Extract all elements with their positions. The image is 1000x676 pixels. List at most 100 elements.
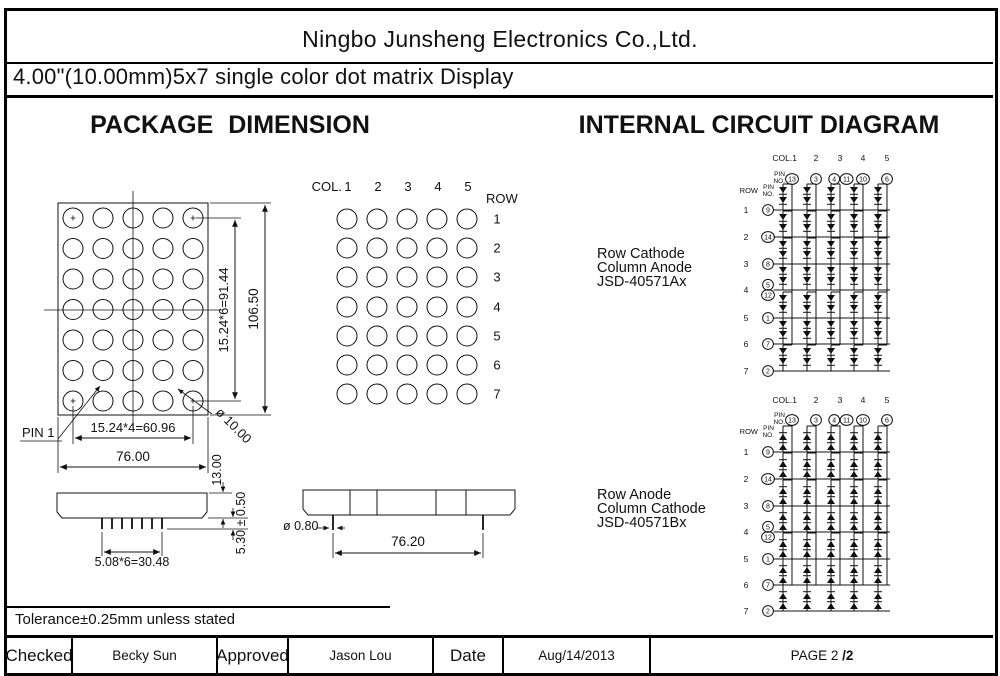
- diode-icon: [803, 321, 811, 327]
- row-number: 4: [493, 300, 500, 315]
- pin-number: 9: [766, 450, 770, 457]
- diode-icon: [850, 603, 858, 609]
- circuit-row-number: 1: [744, 205, 749, 215]
- reference-dot: [336, 266, 358, 288]
- diode-icon: [779, 524, 787, 530]
- diode-icon: [827, 295, 835, 301]
- pin-number: 13: [788, 177, 796, 184]
- reference-dot: [336, 237, 358, 259]
- package-dot: [152, 268, 174, 290]
- pin-number: 1: [766, 557, 770, 564]
- reference-dot: [426, 354, 448, 376]
- diode-icon: [827, 577, 835, 583]
- pin-number: 3: [814, 418, 818, 425]
- reference-dot: [396, 325, 418, 347]
- package-dot: [122, 390, 144, 412]
- body-profile: [56, 492, 208, 519]
- diode-icon: [874, 348, 882, 354]
- page-indicator: PAGE 2 /2: [649, 638, 993, 673]
- diode-icon: [874, 358, 882, 364]
- pin-number: 5: [766, 282, 770, 289]
- diode-icon: [803, 187, 811, 193]
- company-title: Ningbo Junsheng Electronics Co.,Ltd.: [302, 26, 698, 52]
- diode-icon: [803, 603, 811, 609]
- pin-no-label: PIN: [763, 184, 774, 191]
- dim-pin-diameter-label: ø 0.80: [283, 519, 318, 533]
- diode-icon: [850, 251, 858, 257]
- diode-icon: [874, 241, 882, 247]
- diode-icon: [850, 267, 858, 273]
- diode-icon: [827, 358, 835, 364]
- package-dot: [62, 268, 84, 290]
- diode-icon: [850, 224, 858, 230]
- pin-no-label: NO.: [762, 432, 774, 439]
- package-dot: [182, 329, 204, 351]
- tolerance-divider: [7, 606, 390, 608]
- diode-icon: [779, 471, 787, 477]
- diode-icon: [827, 214, 835, 220]
- reference-dot: [366, 354, 388, 376]
- diode-icon: [850, 348, 858, 354]
- diode-icon: [779, 295, 787, 301]
- pin-number-badge: [762, 520, 774, 533]
- diode-icon: [779, 461, 787, 467]
- diode-icon: [827, 524, 835, 530]
- diode-icon: [850, 358, 858, 364]
- section-title-package-dimension: PACKAGE DIMENSION: [90, 111, 370, 139]
- diode-icon: [850, 524, 858, 530]
- reference-dot: [456, 237, 478, 259]
- pin-no-label: PIN: [774, 412, 785, 419]
- package-side-view-long: ø 0.80 76.20: [283, 489, 516, 558]
- pin1-leader-line: [57, 385, 101, 440]
- pin-number: 12: [764, 535, 772, 542]
- approved-label: Approved: [216, 638, 289, 673]
- diode-icon: [874, 251, 882, 257]
- pin-number: 14: [764, 477, 772, 484]
- diode-icon: [874, 488, 882, 494]
- diode-icon: [850, 187, 858, 193]
- approved-value: Jason Lou: [287, 638, 432, 673]
- pin-number: 2: [766, 369, 770, 376]
- diode-icon: [803, 444, 811, 450]
- reference-dot: [396, 296, 418, 318]
- pin-number: 6: [885, 418, 889, 425]
- diode-icon: [850, 514, 858, 520]
- reference-dot: [396, 354, 418, 376]
- diode-icon: [874, 277, 882, 283]
- diode-icon: [827, 567, 835, 573]
- circuit-row-number: 1: [744, 447, 749, 457]
- row-number: 6: [493, 358, 500, 373]
- diode-icon: [779, 593, 787, 599]
- page-border: [4, 8, 998, 676]
- diode-icon: [850, 444, 858, 450]
- diode-icon: [827, 241, 835, 247]
- diode-icon: [874, 434, 882, 440]
- diode-icon: [803, 214, 811, 220]
- col-number: 4: [434, 179, 441, 194]
- pin-number-badge: [762, 312, 774, 324]
- diode-icon: [803, 471, 811, 477]
- circuit-row-number: 3: [744, 501, 749, 511]
- dim-thickness-label: 13.00: [210, 454, 224, 485]
- diode-icon: [779, 348, 787, 354]
- package-dot: [92, 207, 114, 229]
- diode-icon: [850, 197, 858, 203]
- diode-icon: [803, 593, 811, 599]
- package-dot-grid: [62, 207, 204, 412]
- diode-icon: [779, 488, 787, 494]
- pin-number-badge: [762, 204, 774, 216]
- diode-icon: [850, 277, 858, 283]
- reference-dot: [336, 325, 358, 347]
- diode-icon: [779, 241, 787, 247]
- pin-no-label: PIN: [774, 171, 785, 178]
- package-dot: [152, 360, 174, 381]
- diode-icon: [803, 295, 811, 301]
- diode-icon: [779, 251, 787, 257]
- diode-icon: [779, 603, 787, 609]
- row-label: ROW: [486, 191, 519, 206]
- diode-icon: [874, 567, 882, 573]
- package-dot: [152, 390, 174, 412]
